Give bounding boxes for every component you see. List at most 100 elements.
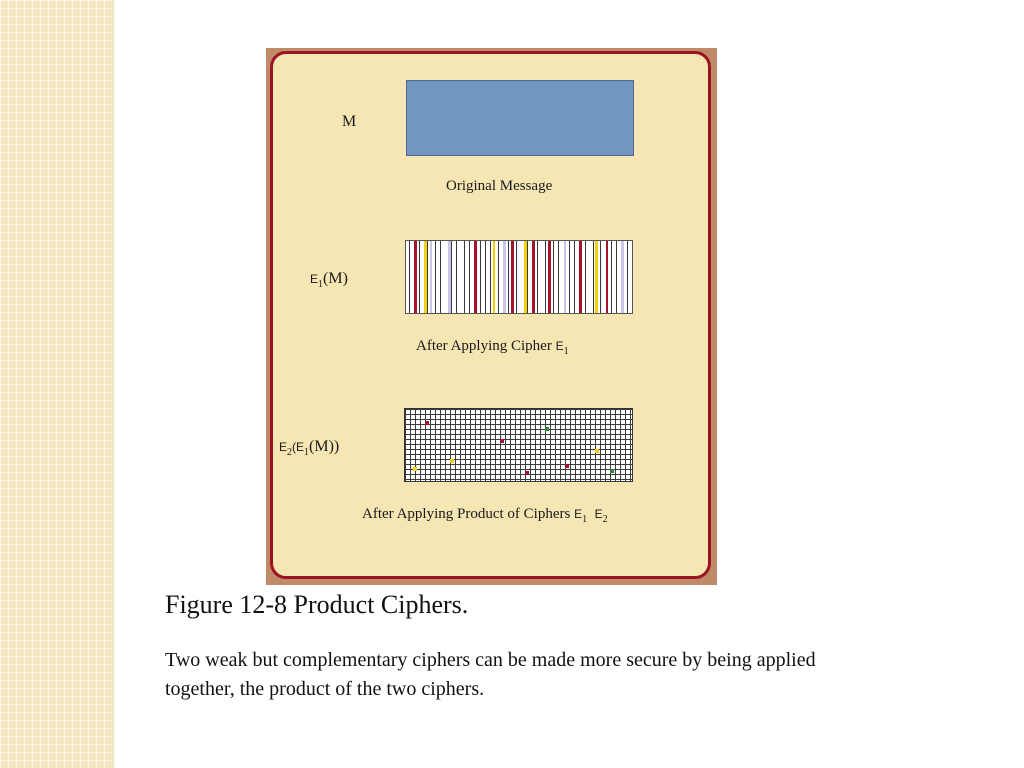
stripe xyxy=(432,241,435,313)
label-e1-letter: E xyxy=(310,272,319,286)
grid-dot xyxy=(525,471,529,475)
stripe xyxy=(603,241,606,313)
stripe xyxy=(600,241,602,313)
stripe xyxy=(458,241,462,313)
stripe xyxy=(429,241,433,313)
stripe xyxy=(610,241,612,313)
stripe xyxy=(568,241,570,313)
grid-dot xyxy=(450,459,454,463)
caption-after-cipher-e1: After Applying Cipher E1 xyxy=(416,338,569,357)
stripe xyxy=(540,241,543,313)
stripe xyxy=(595,241,598,313)
grid-dot xyxy=(500,439,504,443)
stripe xyxy=(450,241,452,313)
stripe xyxy=(466,241,470,313)
figure-title: Figure 12-8 Product Ciphers. xyxy=(165,590,469,619)
stripe xyxy=(463,241,465,313)
stripe xyxy=(453,241,456,313)
stripe xyxy=(566,241,569,313)
stripe xyxy=(587,241,590,313)
side-decorative-strip xyxy=(0,0,112,768)
stripe xyxy=(406,241,409,313)
stripe xyxy=(476,241,480,313)
stripe xyxy=(413,241,417,313)
stripe xyxy=(448,241,451,313)
stripe xyxy=(427,241,429,313)
product-cipher-grid xyxy=(404,408,633,482)
stripe xyxy=(421,241,425,313)
stripe xyxy=(624,241,627,313)
stripe xyxy=(495,241,498,313)
stripe xyxy=(434,241,436,313)
stripe xyxy=(440,241,442,313)
caption-product-c1-sub: 1 xyxy=(582,514,588,525)
label-e1-inner: (E xyxy=(292,440,305,454)
stripe xyxy=(408,241,410,313)
label-e2-e1-m: E2(E1(M)) xyxy=(279,438,339,458)
stripe xyxy=(455,241,457,313)
stripe xyxy=(492,241,496,313)
stripe xyxy=(597,241,601,313)
stripe xyxy=(537,241,539,313)
stripe xyxy=(558,241,560,313)
stripe xyxy=(508,241,510,313)
caption-product-c1: E xyxy=(574,507,583,521)
label-e1-sub: 1 xyxy=(318,279,324,291)
stripe xyxy=(474,241,477,313)
stripe xyxy=(442,241,446,313)
stripe xyxy=(497,241,499,313)
cipher-e1-stripes xyxy=(405,240,633,314)
stripe xyxy=(479,241,481,313)
figure-description: Two weak but complementary ciphers can b… xyxy=(165,649,816,700)
stripe xyxy=(534,241,538,313)
stripe xyxy=(576,241,580,313)
grid-dot xyxy=(545,427,549,431)
stripe xyxy=(629,241,632,313)
stripe xyxy=(545,241,547,313)
side-strip-edge xyxy=(112,0,116,768)
stripe xyxy=(469,241,471,313)
grid-dot xyxy=(425,421,429,425)
stripe xyxy=(503,241,506,313)
stripe xyxy=(411,241,414,313)
stripe xyxy=(555,241,559,313)
stripe xyxy=(616,241,618,313)
stripe xyxy=(519,241,522,313)
caption-original-message: Original Message xyxy=(446,178,553,194)
stripe xyxy=(482,241,485,313)
label-e1-inner-sub: 1 xyxy=(304,447,310,459)
stripe xyxy=(561,241,564,313)
grid-dot xyxy=(595,449,599,453)
grid-dot xyxy=(565,464,569,468)
stripe xyxy=(542,241,546,313)
original-message-block xyxy=(406,80,634,156)
label-e1-m: E1(M) xyxy=(310,270,348,290)
stripe xyxy=(424,241,428,313)
stripe xyxy=(445,241,449,313)
stripe xyxy=(579,241,583,313)
stripe xyxy=(547,241,551,313)
label-e2-letter: E xyxy=(279,440,288,454)
stripe xyxy=(461,241,464,313)
label-m: M xyxy=(342,113,357,130)
stripe xyxy=(487,241,491,313)
stripe xyxy=(437,241,441,313)
stripe xyxy=(589,241,593,313)
stripe xyxy=(553,241,555,313)
caption-after-cipher-text: After Applying Cipher xyxy=(416,338,552,354)
stripe xyxy=(550,241,554,313)
label-e2-sub: 2 xyxy=(287,447,293,459)
stripe xyxy=(516,241,518,313)
grid-dot xyxy=(413,467,417,471)
caption-after-product: After Applying Product of Ciphers E1 E2 xyxy=(362,506,608,525)
stripe xyxy=(471,241,475,313)
stripe xyxy=(524,241,527,313)
stripe xyxy=(613,241,617,313)
label-e1-tail: (M) xyxy=(323,270,348,287)
stripe xyxy=(582,241,585,313)
stripe xyxy=(526,241,528,313)
stripe xyxy=(584,241,586,313)
stripe xyxy=(513,241,517,313)
stripe xyxy=(521,241,525,313)
stripe xyxy=(571,241,575,313)
